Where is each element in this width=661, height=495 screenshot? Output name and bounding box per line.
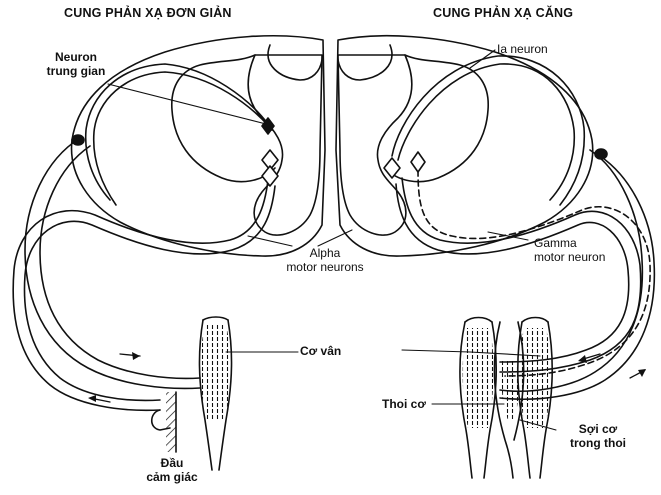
label-striated-muscle: Cơ vân <box>300 344 341 358</box>
label-gamma-line2: motor neuron <box>534 250 605 264</box>
label-intrafusal-line1: Sợi cơ <box>552 422 644 436</box>
label-interneuron: Neuron trung gian <box>24 50 128 78</box>
label-receptor-line1: Đầu <box>132 456 212 470</box>
striated-muscle-right-b <box>518 318 553 479</box>
alpha-motor-fiber-left <box>13 180 275 410</box>
label-receptor-line2: cảm giác <box>132 470 212 484</box>
striated-muscle-right-a <box>460 318 496 479</box>
dorsal-root-ganglion-right <box>595 149 607 159</box>
title-simple-reflex-arc: CUNG PHẢN XẠ ĐƠN GIẢN <box>64 6 232 20</box>
label-ia-neuron: Ia neuron <box>497 42 548 56</box>
label-muscle-spindle: Thoi cơ <box>382 397 426 411</box>
label-alpha-line1: Alpha <box>265 246 385 260</box>
grey-matter-right <box>338 45 488 235</box>
label-intrafusal-line2: trong thoi <box>552 436 644 450</box>
label-interneuron-line2: trung gian <box>24 64 128 78</box>
sensory-fiber-left <box>25 64 272 388</box>
motor-neuron-cells-right <box>384 152 425 178</box>
label-interneuron-line1: Neuron <box>24 50 128 64</box>
label-alpha-line2: motor neurons <box>265 260 385 274</box>
label-gamma-line1: Gamma <box>534 236 605 250</box>
grey-matter-left <box>172 45 322 235</box>
label-intrafusal-fiber: Sợi cơ trong thoi <box>552 422 644 450</box>
dorsal-root-ganglion-left <box>72 135 84 145</box>
label-gamma-motor-neuron: Gamma motor neuron <box>534 236 605 264</box>
title-stretch-reflex-arc: CUNG PHẢN XẠ CĂNG <box>433 6 573 20</box>
label-sensory-receptor: Đầu cảm giác <box>132 456 212 484</box>
striated-muscle-left <box>199 317 231 470</box>
label-alpha-motor-neurons: Alpha motor neurons <box>265 246 385 274</box>
